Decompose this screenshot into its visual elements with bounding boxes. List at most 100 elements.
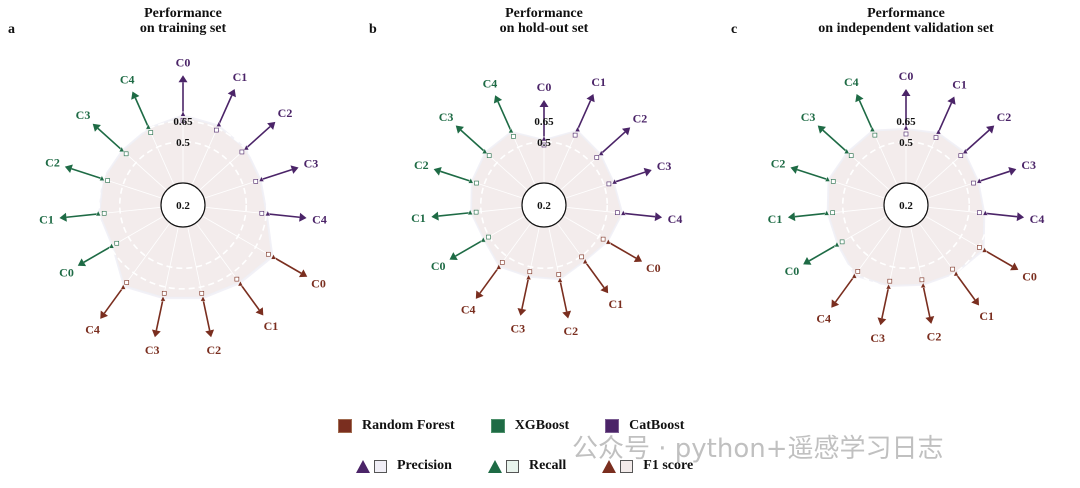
- metric-marker: [474, 180, 479, 186]
- legend-swatch-xgboost: [490, 419, 505, 433]
- axis-label: C1: [608, 297, 623, 311]
- axis-label: C3: [76, 108, 91, 122]
- arrow-shaft: [218, 95, 233, 125]
- metric-marker: [480, 236, 487, 243]
- arrow-shaft: [607, 241, 637, 259]
- metric-marker: [919, 277, 925, 283]
- axis-label: C1: [264, 319, 279, 333]
- metric-marker: [124, 280, 130, 285]
- axis-label: C1: [591, 75, 606, 89]
- center-label: 0.2: [899, 200, 913, 212]
- metric-marker: [160, 295, 166, 302]
- axis-label: C4: [1030, 212, 1045, 226]
- arrow-head: [92, 123, 101, 132]
- arrow-shaft: [66, 213, 99, 219]
- arrow-shaft: [614, 171, 646, 183]
- arrow-shaft: [584, 261, 605, 289]
- axis-label: C4: [312, 212, 327, 226]
- metric-marker: [620, 209, 627, 216]
- arrow-head: [901, 89, 911, 96]
- metric-marker: [266, 251, 271, 257]
- legend-swatch-precision: [374, 459, 387, 473]
- axis-label: C1: [768, 212, 783, 226]
- axis-label: C3: [304, 156, 319, 170]
- axis-label: C0: [537, 80, 552, 94]
- metric-marker: [977, 210, 982, 216]
- metric-marker: [872, 132, 878, 138]
- metric-marker: [982, 209, 989, 216]
- metric-marker: [572, 132, 578, 138]
- axis-label: C4: [85, 322, 100, 336]
- metric-marker: [977, 245, 982, 250]
- ring-label: 0.5: [537, 137, 551, 149]
- axis-label: C3: [870, 331, 885, 345]
- metric-marker: [920, 282, 926, 288]
- panel-title-line: on hold-out set: [500, 21, 589, 36]
- arrow-shaft: [155, 298, 164, 331]
- metric-marker: [556, 272, 562, 277]
- axis-label: C0: [1022, 269, 1037, 283]
- axis-label: C1: [979, 309, 994, 323]
- metric-marker: [120, 283, 127, 290]
- arrow-shaft: [822, 129, 848, 153]
- metric-marker: [486, 153, 492, 158]
- metric-marker: [114, 240, 120, 246]
- axis-label: C2: [771, 156, 786, 170]
- arrow-head: [586, 94, 595, 103]
- panel-letter: b: [369, 22, 377, 37]
- ring-label: 0.65: [896, 116, 916, 128]
- legend-item-catboost: CatBoost: [605, 418, 684, 434]
- arrow-shaft: [858, 100, 874, 130]
- metric-marker: [481, 148, 488, 154]
- metric-marker: [824, 176, 831, 182]
- watermark: 公众号 · python+遥感学习日志: [572, 434, 944, 464]
- arrow-shaft: [937, 102, 953, 133]
- panel-title-line: Performance: [867, 6, 945, 21]
- arrow-shaft: [440, 170, 472, 182]
- metric-marker: [511, 134, 516, 139]
- arrow-head: [633, 254, 643, 263]
- arrow-shaft: [202, 298, 211, 331]
- legend-item-xgboost: XGBoost: [490, 418, 570, 434]
- axis-label: C2: [45, 156, 60, 170]
- arrow-shaft: [808, 244, 838, 262]
- axis-label: C0: [785, 264, 800, 278]
- metric-marker: [950, 266, 955, 272]
- arrow-shaft: [521, 277, 530, 310]
- metric-marker: [851, 272, 858, 279]
- metric-marker: [600, 236, 606, 242]
- axis-label: C4: [483, 76, 498, 90]
- legend-item-recall: Recall: [487, 458, 566, 474]
- axis-label: C1: [39, 212, 54, 226]
- arrow-head: [100, 310, 109, 319]
- axis-label: C3: [439, 110, 454, 124]
- arrow-shaft: [881, 286, 890, 319]
- reference-ring: [841, 140, 971, 270]
- triangle-icon-precision: [356, 459, 370, 473]
- legend-label-xgboost: XGBoost: [514, 418, 570, 433]
- metric-marker: [95, 210, 102, 217]
- metric-marker: [243, 144, 250, 151]
- arrow-shaft: [623, 212, 656, 218]
- arrow-head: [643, 167, 652, 177]
- arrow-head: [205, 329, 215, 338]
- arrow-head: [64, 164, 73, 174]
- metric-marker: [108, 242, 115, 249]
- metric-marker: [579, 254, 584, 260]
- metric-marker: [839, 239, 845, 245]
- metric-marker: [270, 253, 277, 260]
- arrow-head: [971, 297, 980, 306]
- arrow-shaft: [455, 239, 484, 257]
- arrow-shaft: [955, 273, 976, 301]
- arrow-head: [1016, 212, 1025, 222]
- arrow-head: [227, 88, 236, 98]
- arrow-head: [600, 284, 609, 294]
- arrow-head: [877, 317, 887, 326]
- arrow-shaft: [239, 283, 260, 311]
- metric-marker: [99, 175, 105, 181]
- arrow-shaft: [267, 213, 300, 219]
- axis-label: C3: [801, 110, 816, 124]
- arrow-head: [621, 127, 631, 136]
- metric-marker: [259, 210, 265, 216]
- arrow-head: [255, 307, 264, 316]
